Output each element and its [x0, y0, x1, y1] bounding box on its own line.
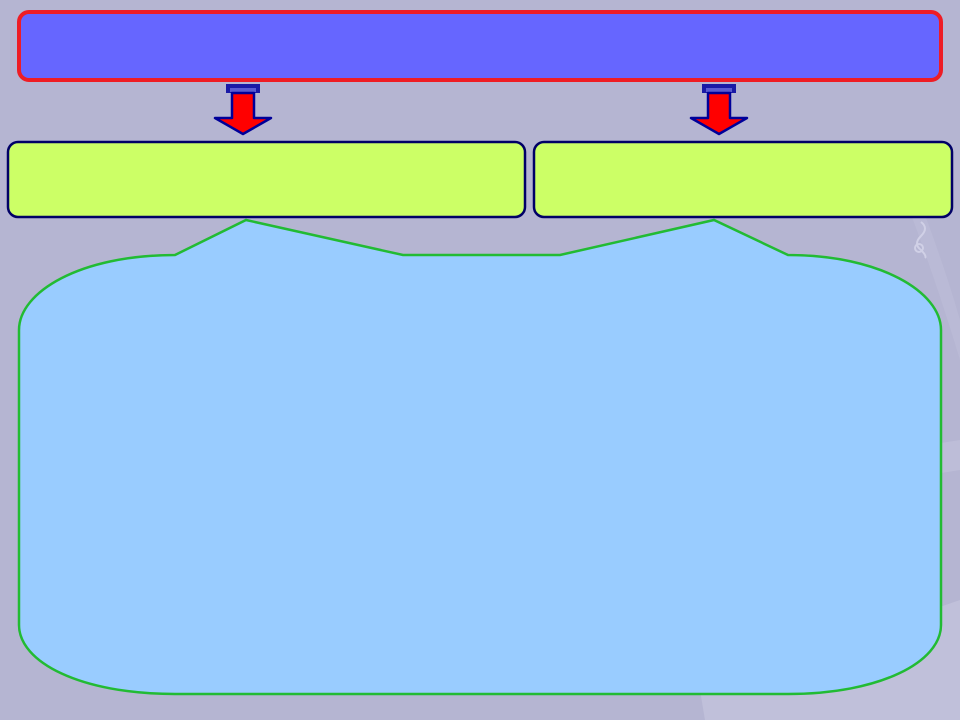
down-arrow-icon [689, 84, 749, 136]
down-arrow-icon [213, 84, 273, 136]
right-box [532, 140, 954, 219]
swirl-icon [914, 221, 927, 259]
callout-shape [17, 218, 943, 696]
header-bar [17, 10, 943, 82]
left-box [6, 140, 527, 219]
